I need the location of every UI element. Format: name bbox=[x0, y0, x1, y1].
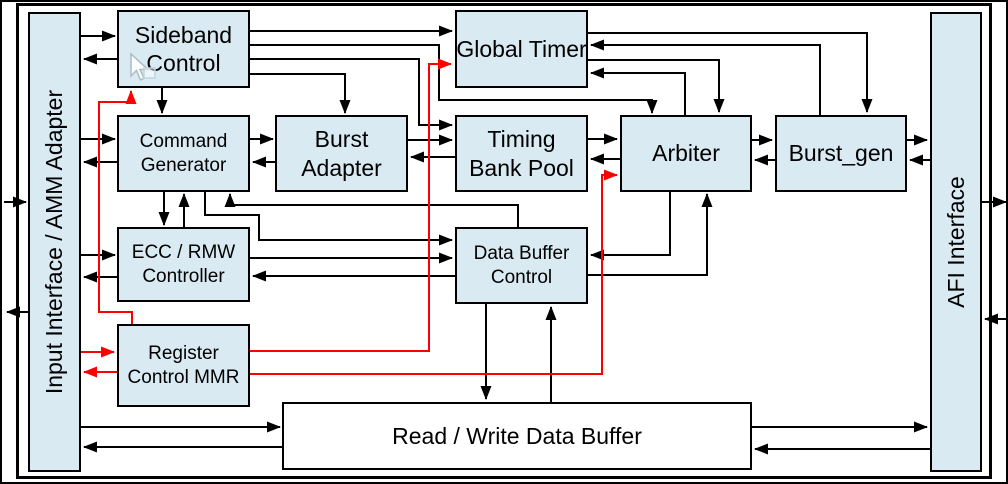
block-label: Global Timer bbox=[456, 35, 587, 62]
arrow-global_timer-to-arbiter bbox=[588, 59, 725, 113]
block-sideband-control: Sideband Control bbox=[117, 10, 250, 88]
block-burst-gen: Burst_gen bbox=[775, 115, 907, 192]
arrow-sideband_control-to-burst_adapter bbox=[250, 73, 351, 114]
block-label: Burst_gen bbox=[788, 140, 894, 167]
block-label: AFI Interface bbox=[942, 176, 969, 308]
arrow-sideband_control-to-arbiter bbox=[250, 44, 658, 114]
block-global-timer: Global Timer bbox=[455, 10, 588, 88]
block-label: Register Control MMR bbox=[127, 343, 240, 388]
block-label: Command Generator bbox=[139, 131, 228, 176]
block-command-generator: Command Generator bbox=[117, 115, 250, 192]
arrow-data_buffer_control-to-command_generator bbox=[224, 193, 519, 227]
block-label: Burst Adapter bbox=[301, 126, 382, 181]
block-label: Read / Write Data Buffer bbox=[392, 422, 642, 449]
block-ecc-rmw-controller: ECC / RMW Controller bbox=[117, 227, 250, 302]
block-burst-adapter: Burst Adapter bbox=[275, 115, 408, 192]
diagram-outer-frame bbox=[16, 3, 992, 479]
block-label: Timing Bank Pool bbox=[469, 126, 574, 181]
block-register-control-mmr: Register Control MMR bbox=[117, 324, 250, 407]
block-label: Data Buffer Control bbox=[473, 243, 570, 288]
block-data-buffer-control: Data Buffer Control bbox=[455, 227, 588, 304]
arrow-sideband_control-to-timing_bank_pool bbox=[250, 58, 453, 131]
block-arbiter: Arbiter bbox=[620, 115, 752, 192]
block-label: ECC / RMW Controller bbox=[131, 242, 236, 287]
arrow-arbiter-to-global_timer bbox=[590, 67, 686, 115]
arrow-register_control_mmr-to-sideband_control bbox=[98, 90, 137, 324]
arrow-command_generator-to-data_buffer_control bbox=[204, 192, 453, 246]
block-label: Input Interface / AMM Adapter bbox=[41, 89, 68, 395]
block-afi-interface: AFI Interface bbox=[930, 12, 982, 472]
block-read-write-data-buffer: Read / Write Data Buffer bbox=[282, 402, 752, 470]
arrow-burst_gen-to-global_timer bbox=[590, 39, 821, 115]
block-input-interface-amm-adapter: Input Interface / AMM Adapter bbox=[28, 12, 81, 472]
block-timing-bank-pool: Timing Bank Pool bbox=[455, 115, 588, 192]
arrow-global_timer-to-burst_gen bbox=[588, 32, 873, 113]
arrow-data_buffer_control-to-arbiter bbox=[588, 193, 713, 276]
block-label: Sideband Control bbox=[134, 21, 233, 76]
block-label: Arbiter bbox=[652, 140, 720, 167]
arrow-arbiter-to-data_buffer_control bbox=[590, 192, 671, 261]
arrow-register_control_mmr-to-arbiter bbox=[250, 169, 618, 375]
arrow-register_control_mmr-to-global_timer bbox=[250, 58, 452, 352]
